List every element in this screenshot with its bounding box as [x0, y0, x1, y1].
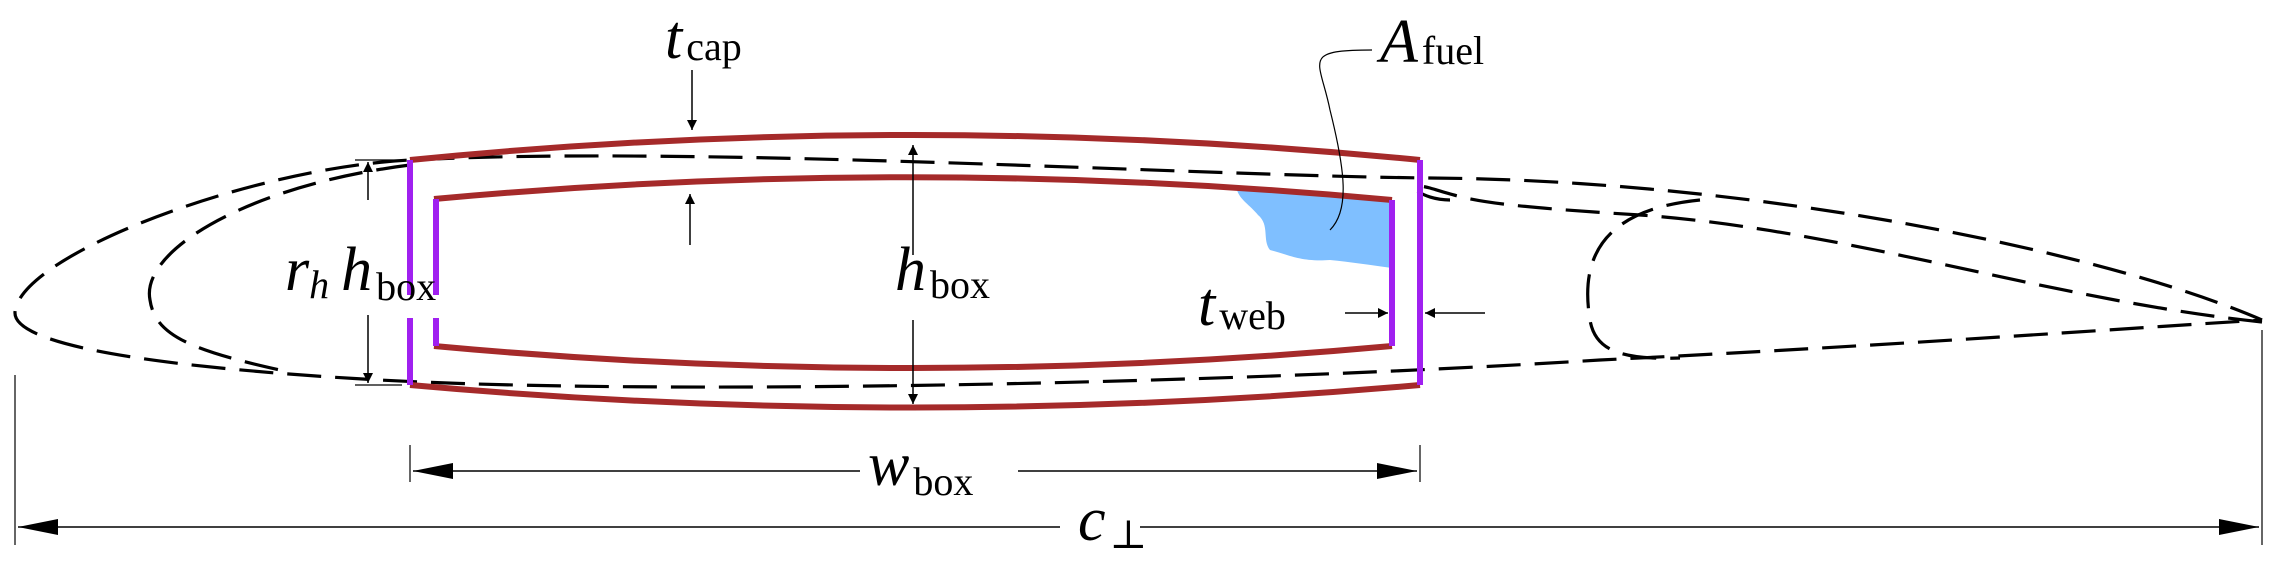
- airfoil-inner-outline: [147, 163, 2263, 372]
- afuel-leader: [1319, 49, 1373, 231]
- fuel-region: [1237, 190, 1392, 268]
- lower-cap-outer: [409, 382, 1421, 411]
- label-c-perp: c⊥: [1078, 486, 1147, 557]
- upper-cap-outer: [409, 132, 1421, 163]
- upper-cap-inner: [433, 174, 1393, 203]
- lower-cap-inner: [433, 343, 1393, 371]
- airfoil-outer-outline: [13, 154, 2263, 389]
